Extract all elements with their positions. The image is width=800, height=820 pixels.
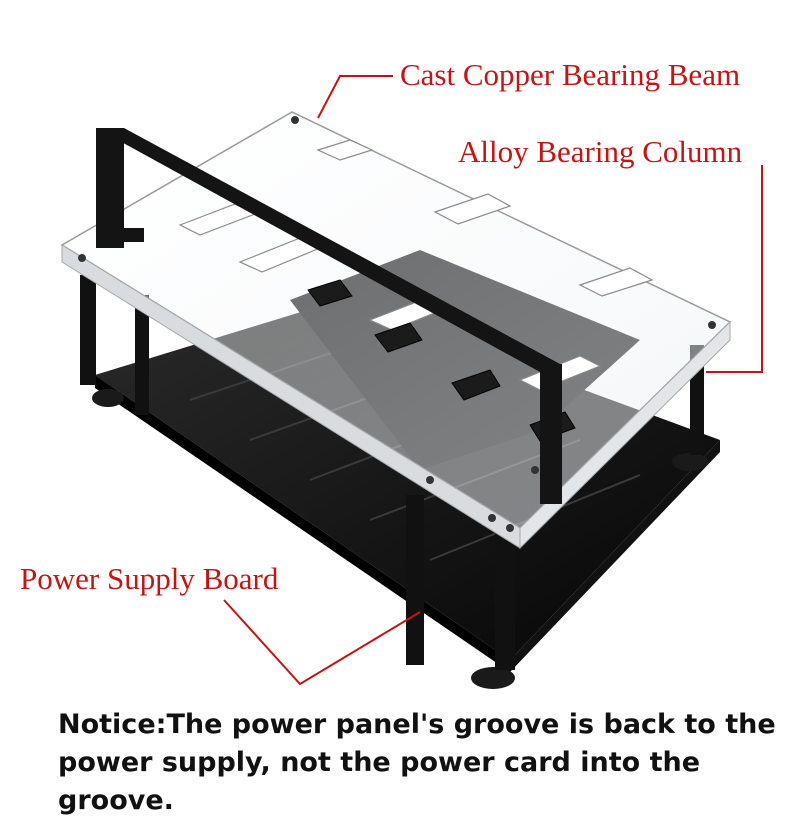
product-photo: Cast Copper Bearing Beam Alloy Bearing C… <box>20 57 776 816</box>
rubber-feet <box>92 389 708 689</box>
beam-label: Cast Copper Bearing Beam <box>400 57 741 92</box>
bearing-beam <box>96 128 562 504</box>
beam-leader <box>317 75 393 119</box>
alloy-columns <box>80 275 704 670</box>
notice-separator: : <box>155 709 167 740</box>
notice-body: The power panel's groove is back to the … <box>58 709 776 816</box>
column-label: Alloy Bearing Column <box>458 134 743 169</box>
notice-lead: Notice <box>58 709 156 740</box>
column-leader <box>706 165 763 373</box>
mining-rig-frame-illustration <box>60 75 763 689</box>
power-board-leader <box>223 599 421 686</box>
power-board-label: Power Supply Board <box>20 561 279 596</box>
callout-leaders <box>223 75 763 686</box>
gpu-brackets <box>307 279 576 442</box>
notice-text: Notice:The power panel's groove is back … <box>58 706 793 820</box>
